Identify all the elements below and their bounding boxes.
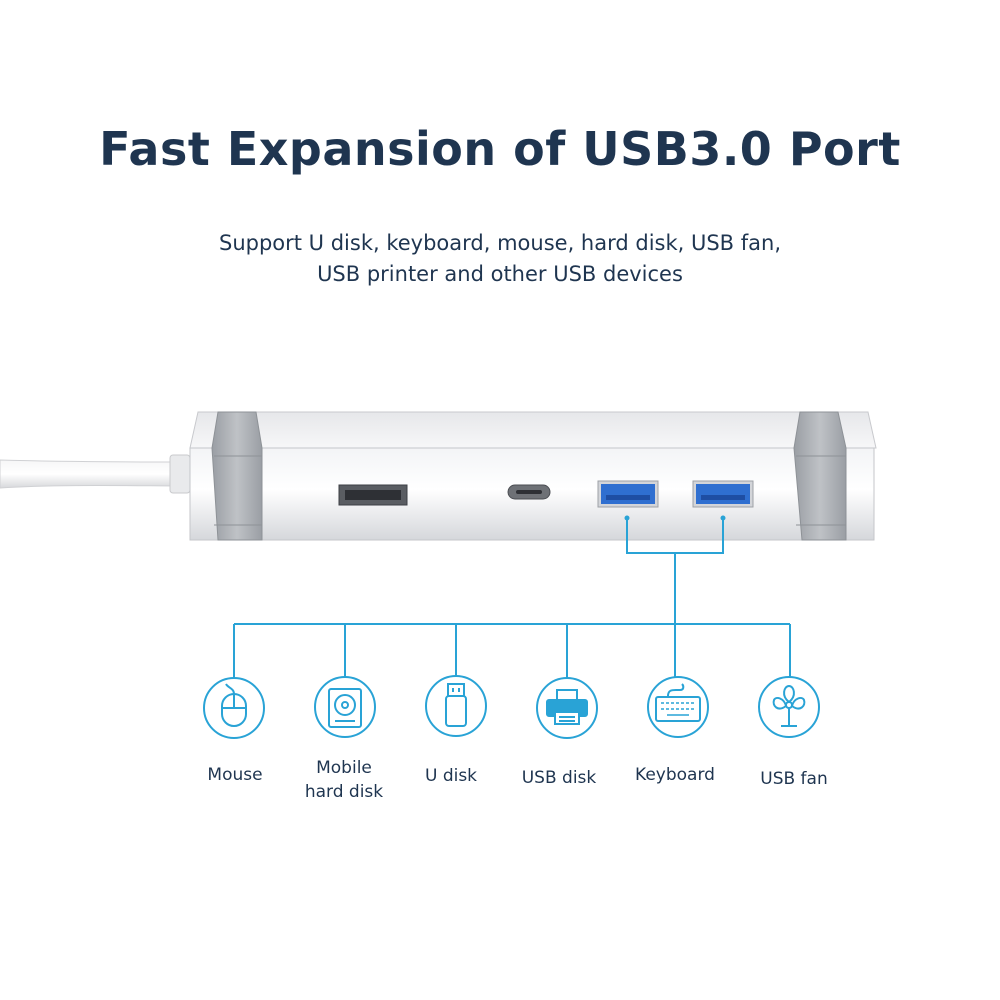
subtitle-line-1: Support U disk, keyboard, mouse, hard di…	[218, 231, 782, 255]
usb-c-port	[507, 484, 551, 500]
device-icons	[203, 675, 820, 739]
device-label-usb-fan: USB fan	[760, 769, 828, 789]
device-label-mouse: Mouse	[207, 765, 263, 785]
printer-icon	[536, 677, 598, 739]
usb-flash-drive-icon	[425, 675, 487, 737]
fan-icon	[758, 676, 820, 738]
card-slot	[338, 484, 408, 506]
usb3-port-2	[692, 480, 754, 508]
hard-disk-icon	[314, 676, 376, 738]
device-label-usb-disk: USB disk	[521, 768, 597, 788]
subtitle-line-2: USB printer and other USB devices	[317, 262, 683, 286]
keyboard-icon	[647, 676, 709, 738]
usb-cable	[0, 454, 191, 494]
usb3-port-1	[597, 480, 659, 508]
usb-hub	[189, 411, 877, 541]
device-label-mobile-hard-disk: Mobile hard disk	[304, 758, 384, 802]
connector-lines	[233, 515, 791, 678]
device-label-u-disk: U disk	[424, 766, 478, 786]
device-label-keyboard: Keyboard	[635, 765, 715, 785]
page-subtitle: Support U disk, keyboard, mouse, hard di…	[150, 228, 850, 290]
mouse-icon	[203, 677, 265, 739]
page-title: Fast Expansion of USB3.0 Port	[99, 122, 901, 176]
